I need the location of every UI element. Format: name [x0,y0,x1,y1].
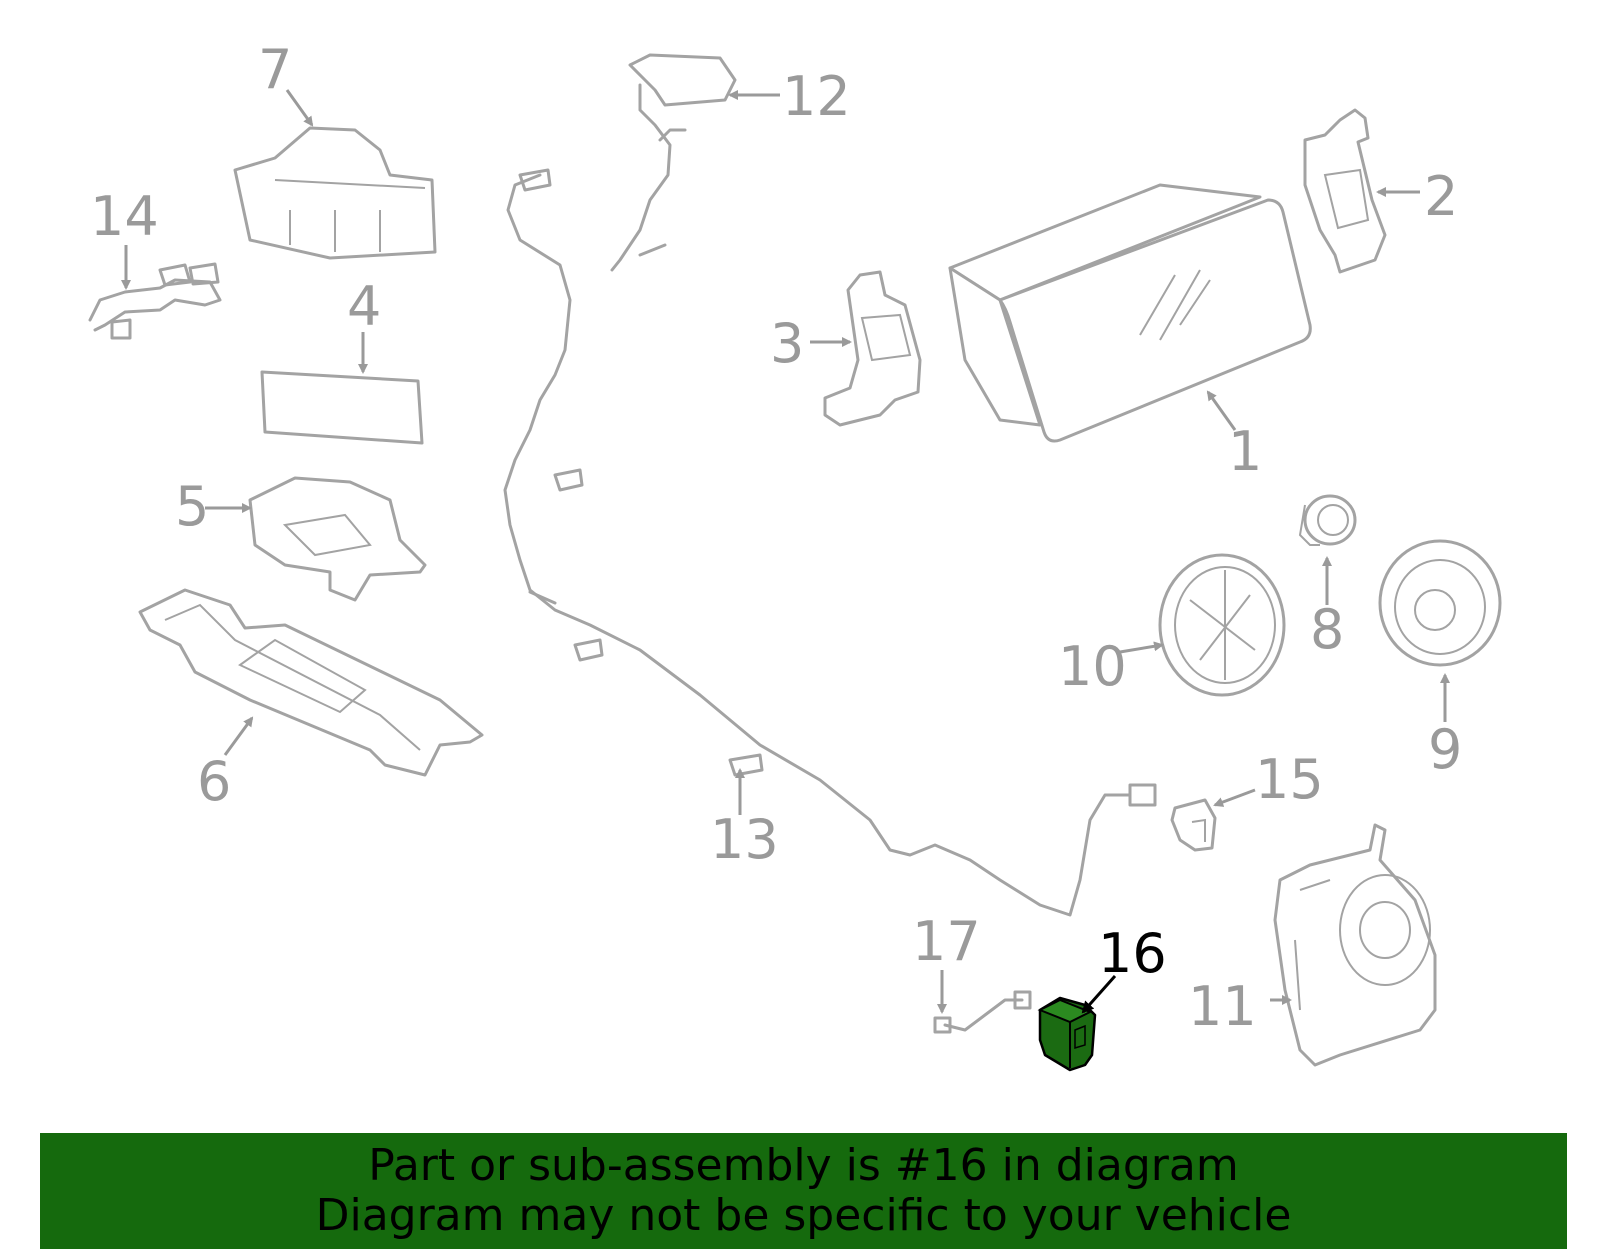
callout-6: 6 [197,750,231,813]
part-7-cover [233,126,437,260]
info-banner: Part or sub-assembly is #16 in diagram D… [40,1133,1567,1249]
callout-17: 17 [912,910,981,973]
callout-arrows [121,89,1450,1014]
part-10-woofer [1158,553,1286,697]
part-15-clip [1170,798,1217,852]
callout-5: 5 [175,475,209,538]
callout-10: 10 [1058,635,1127,698]
part-3-bracket [823,270,922,427]
callout-15: 15 [1255,748,1324,811]
callout-12: 12 [782,65,851,128]
callout-1: 1 [1228,420,1262,483]
callout-11: 11 [1188,975,1257,1038]
part-4-pad [260,370,424,445]
callout-7: 7 [258,38,292,101]
banner-line-part-reference: Part or sub-assembly is #16 in diagram [368,1140,1239,1191]
part-6-tray [138,588,484,777]
callout-4: 4 [347,275,381,338]
callout-14: 14 [90,185,159,248]
callout-16: 16 [1098,922,1167,985]
callout-labels: 1 2 3 4 5 6 7 8 9 10 11 12 13 14 15 16 1… [90,38,1462,1038]
callout-2: 2 [1424,165,1458,228]
part-11-enclosure [1273,823,1437,1067]
part-9-speaker [1378,539,1502,667]
part-8-tweeter [1298,494,1357,546]
part-16-module [1037,996,1097,1072]
part-14-harness [88,262,222,340]
part-12-cable [610,53,737,272]
callout-3: 3 [770,312,804,375]
callout-8: 8 [1310,598,1344,661]
callout-9: 9 [1428,718,1462,781]
banner-line-disclaimer: Diagram may not be specific to your vehi… [315,1190,1292,1241]
part-2-bracket [1303,108,1387,274]
part-13-harness [503,168,1157,917]
callout-13: 13 [710,808,779,871]
part-17-pigtail [933,990,1032,1034]
part-5-bracket [248,476,427,602]
part-1-display [948,183,1312,443]
